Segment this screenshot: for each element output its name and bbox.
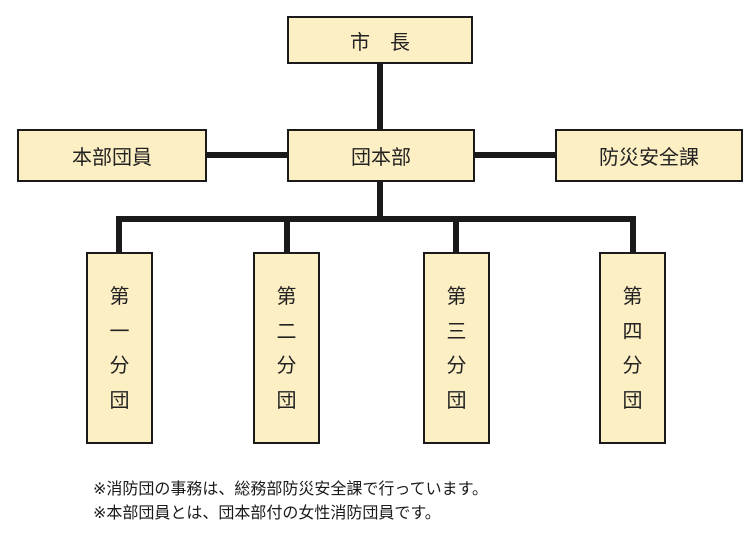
division-2-char: 団 bbox=[276, 387, 297, 412]
division-4-char: 分 bbox=[622, 353, 643, 378]
division-1-box: 第 一 分 団 bbox=[86, 252, 153, 444]
connector-mayor-hq bbox=[377, 63, 383, 130]
hq-label: 団本部 bbox=[351, 145, 411, 169]
division-2-char: 二 bbox=[276, 318, 297, 343]
footnote-1: ※消防団の事務は、総務部防災安全課で行っています。 bbox=[93, 479, 489, 498]
division-1-char: 第 bbox=[109, 284, 130, 309]
connector-hq-section bbox=[474, 152, 556, 158]
division-3-char: 三 bbox=[446, 318, 467, 343]
hq-box: 団本部 bbox=[287, 129, 475, 182]
mayor-box: 市 長 bbox=[287, 16, 473, 64]
division-4-box: 第 四 分 団 bbox=[599, 252, 666, 444]
disaster-section-box: 防災安全課 bbox=[555, 129, 743, 182]
division-3-char: 団 bbox=[446, 387, 467, 412]
division-3-box: 第 三 分 団 bbox=[423, 252, 490, 444]
division-2-char: 分 bbox=[276, 353, 297, 378]
division-2-box: 第 二 分 団 bbox=[253, 252, 320, 444]
division-3-char: 分 bbox=[446, 353, 467, 378]
division-4-char: 第 bbox=[622, 284, 643, 309]
division-4-char: 四 bbox=[622, 318, 643, 343]
hq-members-label: 本部団員 bbox=[72, 145, 152, 169]
disaster-section-label: 防災安全課 bbox=[599, 145, 699, 169]
division-1-char: 団 bbox=[109, 387, 130, 412]
connector-division-4 bbox=[630, 216, 636, 253]
division-2-char: 第 bbox=[276, 284, 297, 309]
connector-division-1 bbox=[116, 216, 122, 253]
division-3-char: 第 bbox=[446, 284, 467, 309]
mayor-label: 市 長 bbox=[350, 29, 410, 54]
division-4-char: 団 bbox=[622, 387, 643, 412]
connector-branch-bar bbox=[116, 216, 636, 222]
footnote-2: ※本部団員とは、団本部付の女性消防団員です。 bbox=[93, 503, 441, 522]
hq-members-box: 本部団員 bbox=[17, 129, 207, 182]
connector-hq-trunk bbox=[377, 180, 383, 220]
division-1-char: 分 bbox=[109, 353, 130, 378]
connector-division-2 bbox=[284, 216, 290, 253]
connector-division-3 bbox=[453, 216, 459, 253]
division-1-char: 一 bbox=[109, 318, 130, 343]
connector-members-hq bbox=[206, 152, 288, 158]
